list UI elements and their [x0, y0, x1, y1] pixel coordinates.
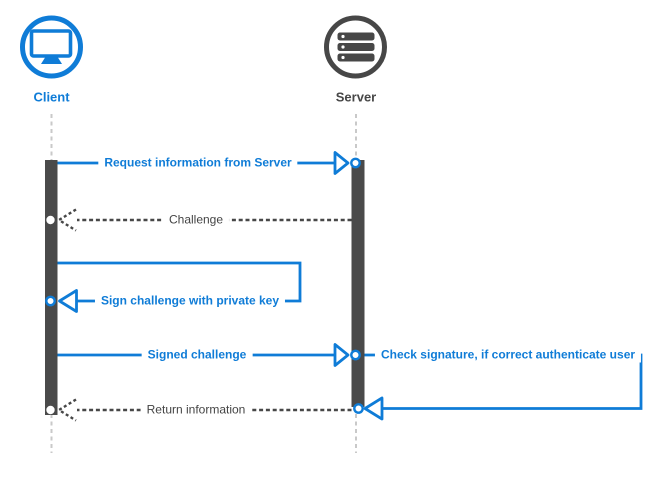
open-arrowhead-icon: [333, 343, 350, 367]
server-actor-label: Server: [335, 89, 377, 105]
endpoint-circle-icon: [45, 295, 56, 307]
message-label-signed-challenge: Signed challenge: [141, 347, 253, 363]
server-stack-icon: [324, 15, 387, 79]
message-label-challenge: Challenge: [162, 212, 230, 228]
endpoint-circle-icon: [350, 157, 361, 169]
server-activation-bar: [351, 160, 365, 407]
endpoint-circle-icon: [350, 349, 361, 361]
message-label-check-signature: Check signature, if correct authenticate…: [374, 347, 642, 363]
open-arrowhead-icon: [333, 151, 350, 175]
endpoint-circle-icon: [46, 405, 55, 415]
client-activation-bar: [45, 160, 58, 415]
message-label-sign-challenge: Sign challenge with private key: [94, 293, 286, 309]
client-actor-label: Client: [33, 89, 70, 105]
dashed-open-arrowhead-icon: [56, 208, 77, 232]
endpoint-circle-icon: [46, 215, 55, 225]
endpoint-circle-icon: [353, 403, 364, 414]
message-check-signature-loop: [353, 353, 643, 421]
client-monitor-icon: [20, 15, 83, 79]
dashed-open-arrowhead-icon: [56, 398, 77, 422]
message-label-return-information: Return information: [140, 402, 252, 418]
message-label-request-information: Request information from Server: [98, 155, 298, 171]
open-arrowhead-icon: [363, 396, 384, 421]
open-arrowhead-icon: [58, 289, 78, 313]
